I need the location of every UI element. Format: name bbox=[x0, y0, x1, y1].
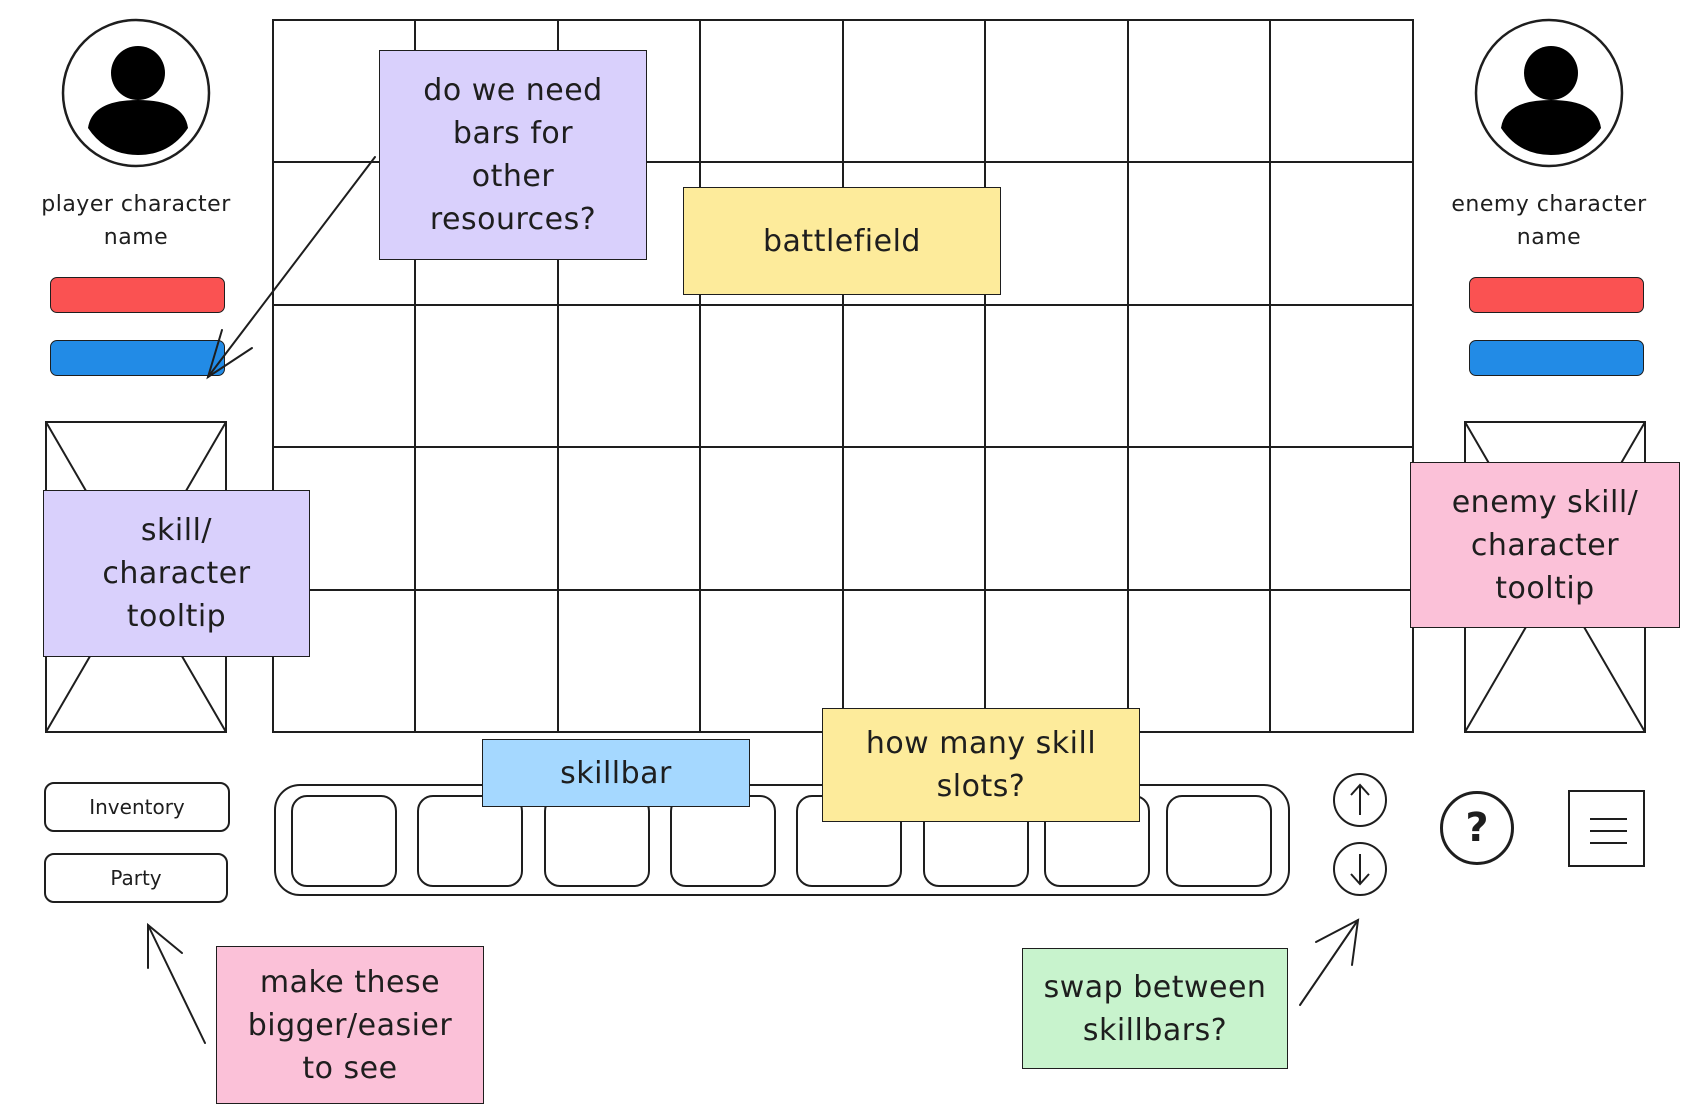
player-health-bar bbox=[50, 277, 225, 313]
player-name: player character name bbox=[41, 192, 231, 250]
enemy-name: enemy character name bbox=[1451, 192, 1647, 250]
skill-slot[interactable] bbox=[291, 795, 397, 887]
note-swap-skillbars: swap between skillbars? bbox=[1022, 948, 1288, 1069]
enemy-health-bar bbox=[1469, 277, 1644, 313]
note-resources: do we need bars for other resources? bbox=[379, 50, 647, 260]
question-mark-icon: ? bbox=[1465, 805, 1489, 851]
note-skillbar: skillbar bbox=[482, 739, 750, 807]
help-button[interactable]: ? bbox=[1440, 791, 1514, 865]
enemy-mana-bar bbox=[1469, 340, 1644, 376]
skill-slot[interactable] bbox=[417, 795, 523, 887]
inventory-button[interactable]: Inventory bbox=[44, 782, 230, 832]
hamburger-menu-icon bbox=[1590, 818, 1627, 844]
skill-slot[interactable] bbox=[544, 795, 650, 887]
note-enemy-tooltip: enemy skill/ character tooltip bbox=[1410, 462, 1680, 628]
skill-slot[interactable] bbox=[1166, 795, 1272, 887]
note-battlefield: battlefield bbox=[683, 187, 1001, 295]
note-bigger-buttons: make these bigger/easier to see bbox=[216, 946, 484, 1104]
note-skill-slots: how many skill slots? bbox=[822, 708, 1140, 822]
note-player-tooltip: skill/ character tooltip bbox=[43, 490, 310, 657]
party-button[interactable]: Party bbox=[44, 853, 228, 903]
player-mana-bar bbox=[50, 340, 225, 376]
menu-button[interactable] bbox=[1568, 790, 1645, 867]
